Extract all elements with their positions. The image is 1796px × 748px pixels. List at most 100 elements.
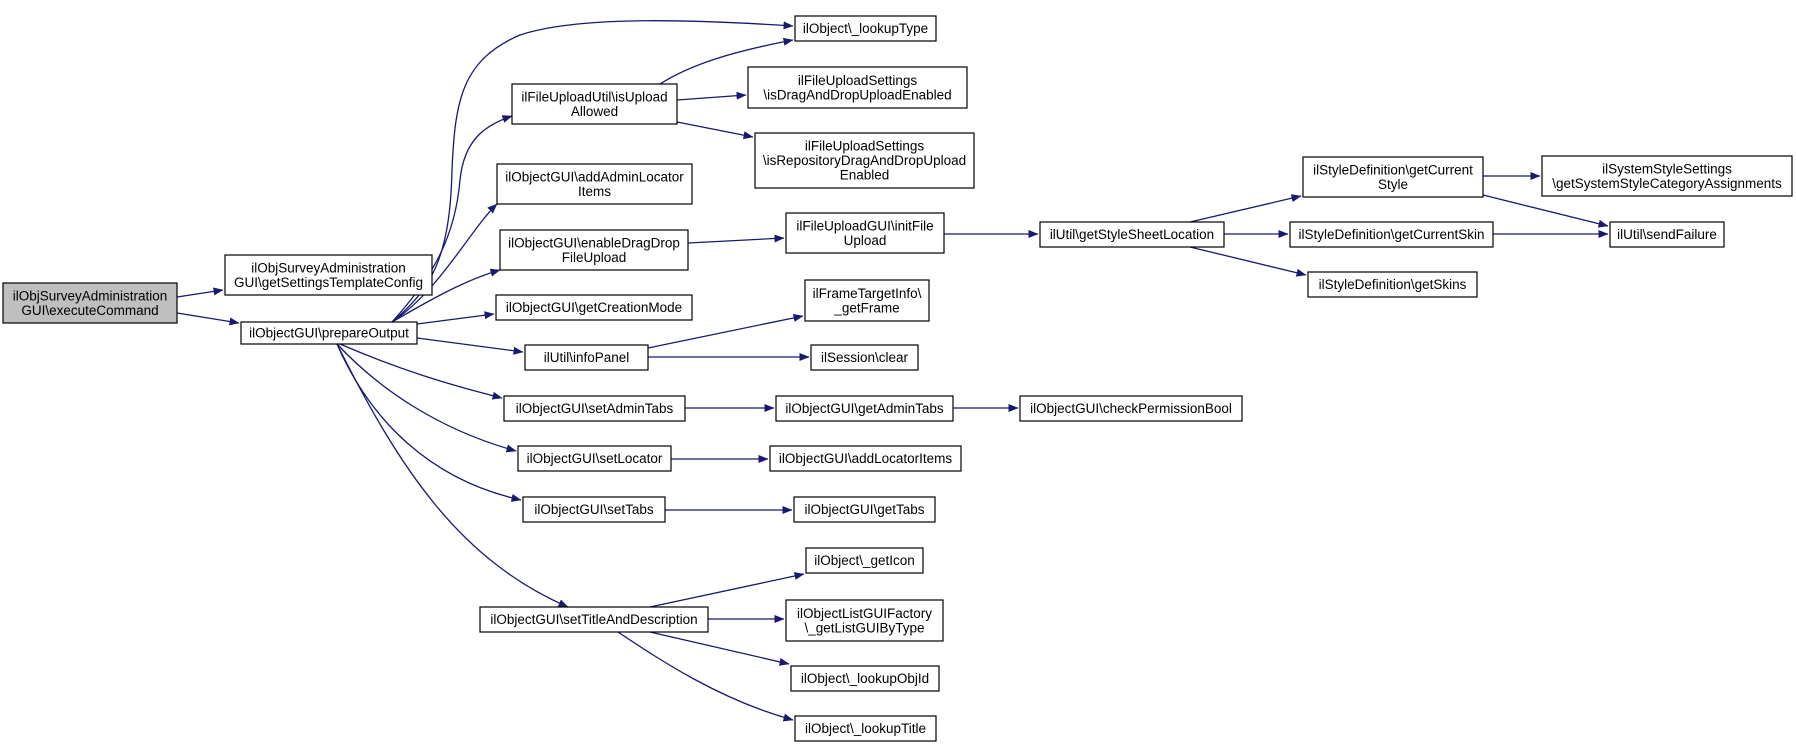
- node-label-line: ilStyleDefinition\getSkins: [1319, 277, 1467, 292]
- edge-root-to-prepareOutput: [176, 312, 240, 326]
- node-label-line: Enabled: [840, 168, 890, 183]
- node-label-line: ilFileUploadSettings: [798, 73, 918, 88]
- node-label-line: ilFileUploadSettings: [805, 139, 925, 154]
- node-box: [1307, 271, 1478, 298]
- node-getStyleSheet[interactable]: ilUtil\getStyleSheetLocation: [1039, 221, 1225, 248]
- node-label-line: FileUpload: [562, 250, 627, 265]
- node-addLocatorItems[interactable]: ilObjectGUI\addLocatorItems: [769, 445, 962, 472]
- node-label-line: ilObjectGUI\getAdminTabs: [785, 401, 944, 416]
- node-label-line: ilObjSurveyAdministration: [13, 288, 168, 303]
- node-prepareOutput[interactable]: ilObjectGUI\prepareOutput: [240, 321, 418, 345]
- node-setTitleDesc[interactable]: ilObjectGUI\setTitleAndDescription: [479, 606, 709, 633]
- node-label-line: ilObjectGUI\checkPermissionBool: [1030, 401, 1232, 416]
- node-label-line: \isRepositoryDragAndDropUpload: [763, 153, 966, 168]
- edges-layer: [176, 20, 1609, 722]
- node-lookupTitle[interactable]: ilObject\_lookupTitle: [794, 715, 937, 742]
- node-isRepoDragDrop[interactable]: ilFileUploadSettings\isRepositoryDragAnd…: [754, 132, 975, 189]
- node-label-line: ilObjectGUI\getTabs: [804, 502, 924, 517]
- node-label-line: ilObjectGUI\getCreationMode: [506, 300, 682, 315]
- node-settingsTpl[interactable]: ilObjSurveyAdministrationGUI\getSettings…: [224, 254, 433, 296]
- node-box: [224, 254, 433, 296]
- node-box: [804, 279, 930, 322]
- node-label-line: \getSystemStyleCategoryAssignments: [1552, 176, 1782, 191]
- node-box: [479, 606, 709, 633]
- node-box: [503, 395, 686, 422]
- node-label-line: ilStyleDefinition\getCurrent: [1313, 162, 1473, 177]
- node-label-line: ilObject\_getIcon: [814, 553, 915, 568]
- node-setLocator[interactable]: ilObjectGUI\setLocator: [517, 445, 672, 472]
- edge-prepareOutput-to-setTabs: [336, 343, 522, 502]
- node-label-line: ilObjectGUI\setLocator: [527, 451, 663, 466]
- node-label-line: Upload: [844, 233, 887, 248]
- node-label-line: ilObjectListGUIFactory: [797, 606, 932, 621]
- node-getCreationMode[interactable]: ilObjectGUI\getCreationMode: [495, 294, 693, 321]
- node-label-line: Allowed: [571, 104, 618, 119]
- node-checkPerm[interactable]: ilObjectGUI\checkPermissionBool: [1019, 395, 1243, 422]
- node-box: [499, 229, 689, 271]
- node-label-line: Items: [578, 184, 611, 199]
- node-box: [522, 496, 666, 523]
- node-box: [810, 344, 919, 371]
- node-label-line: ilObjectGUI\prepareOutput: [249, 326, 409, 341]
- edge-prepareOutput-to-infoPanel: [416, 337, 524, 355]
- node-lookupObjId[interactable]: ilObject\_lookupObjId: [790, 665, 940, 692]
- node-box: [1039, 221, 1225, 248]
- edge-isUploadAllowed-to-isDragDropEnabled: [676, 91, 747, 101]
- node-root[interactable]: ilObjSurveyAdministrationGUI\executeComm…: [2, 282, 178, 324]
- node-label-line: GUI\executeCommand: [21, 303, 158, 318]
- edge-prepareOutput-to-setTitleDesc: [336, 343, 569, 608]
- node-label-line: ilFileUploadUtil\isUpload: [521, 89, 667, 104]
- node-label-line: ilUtil\sendFailure: [1617, 227, 1717, 242]
- node-label-line: ilObjectGUI\setTabs: [534, 502, 654, 517]
- node-getSkins[interactable]: ilStyleDefinition\getSkins: [1307, 271, 1478, 298]
- node-label-line: GUI\getSettingsTemplateConfig: [234, 275, 423, 290]
- node-getSysStyleCat[interactable]: ilSystemStyleSettings\getSystemStyleCate…: [1541, 155, 1793, 197]
- edge-prepareOutput-to-lookupType: [391, 20, 794, 323]
- node-setAdminTabs[interactable]: ilObjectGUI\setAdminTabs: [503, 395, 686, 422]
- node-box: [1302, 156, 1484, 198]
- node-label-line: ilObjSurveyAdministration: [251, 260, 406, 275]
- node-box: [524, 344, 649, 371]
- node-box: [495, 294, 693, 321]
- node-lookupType[interactable]: ilObject\_lookupType: [794, 15, 937, 42]
- node-box: [240, 321, 418, 345]
- node-label-line: ilObjectGUI\setTitleAndDescription: [490, 612, 697, 627]
- node-label-line: ilObject\_lookupType: [803, 21, 928, 36]
- node-label-line: ilObjectGUI\addAdminLocator: [505, 169, 684, 184]
- node-label-line: ilObjectGUI\addLocatorItems: [779, 451, 953, 466]
- node-box: [517, 445, 672, 472]
- node-getListGUI[interactable]: ilObjectListGUIFactory\_getListGUIByType: [785, 599, 944, 642]
- edge-isUploadAllowed-to-lookupType: [659, 37, 794, 85]
- edge-setTitleDesc-to-getIcon: [649, 572, 805, 608]
- edge-getStyleSheet-to-getCurrentStyle: [1189, 194, 1302, 223]
- node-getCurrentSkin[interactable]: ilStyleDefinition\getCurrentSkin: [1289, 221, 1494, 248]
- node-isDragDropEnabled[interactable]: ilFileUploadSettings\isDragAndDropUpload…: [747, 66, 968, 109]
- nodes-layer: ilObjSurveyAdministrationGUI\executeComm…: [2, 15, 1793, 742]
- node-box: [794, 15, 937, 42]
- node-box: [1541, 155, 1793, 197]
- edge-prepareOutput-to-getCreationMode: [416, 311, 495, 325]
- node-label-line: Style: [1378, 177, 1408, 192]
- node-box: [794, 715, 937, 742]
- node-label-line: ilFileUploadGUI\initFile: [796, 218, 933, 233]
- node-setTabs[interactable]: ilObjectGUI\setTabs: [522, 496, 666, 523]
- node-getTabs[interactable]: ilObjectGUI\getTabs: [793, 496, 936, 523]
- node-sessionClear[interactable]: ilSession\clear: [810, 344, 919, 371]
- node-getFrame[interactable]: ilFrameTargetInfo\_getFrame: [804, 279, 930, 322]
- edge-getStyleSheet-to-getSkins: [1189, 246, 1307, 277]
- node-sendFailure[interactable]: ilUtil\sendFailure: [1609, 221, 1725, 248]
- node-infoPanel[interactable]: ilUtil\infoPanel: [524, 344, 649, 371]
- node-getAdminTabs[interactable]: ilObjectGUI\getAdminTabs: [775, 395, 954, 422]
- edge-isUploadAllowed-to-isRepoDragDrop: [676, 121, 754, 140]
- node-box: [805, 547, 924, 574]
- edge-root-to-settingsTpl: [176, 287, 224, 298]
- node-label-line: ilObjectGUI\enableDragDrop: [508, 235, 680, 250]
- node-box: [496, 163, 693, 205]
- node-getIcon[interactable]: ilObject\_getIcon: [805, 547, 924, 574]
